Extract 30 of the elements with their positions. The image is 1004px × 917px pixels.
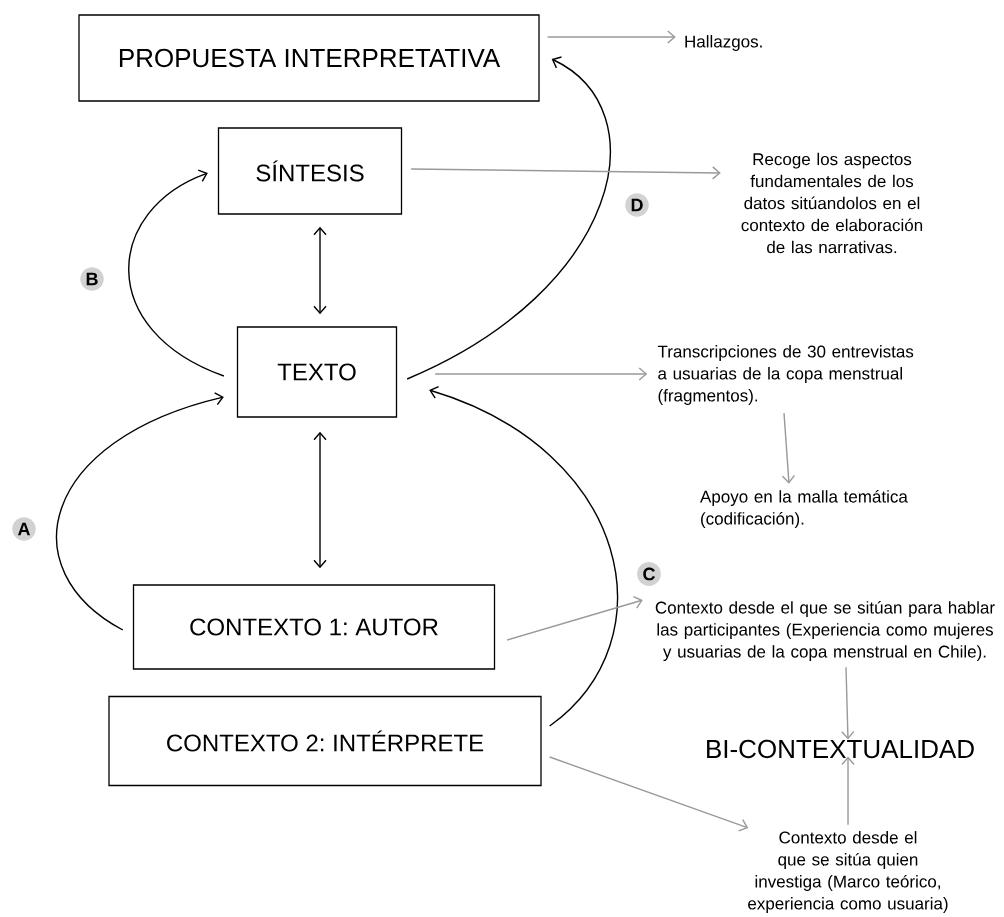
arrow — [841, 756, 855, 826]
process-box: CONTEXTO 1: AUTOR — [132, 584, 496, 670]
note-text: BI-CONTEXTUALIDAD — [707, 739, 974, 759]
arrow — [546, 30, 676, 44]
note-text: Apoyo en la malla temática (codificación). — [700, 490, 908, 528]
arrow — [56, 392, 224, 631]
process-box: SÍNTESIS — [217, 127, 403, 215]
arrow — [434, 367, 648, 381]
edge-label: C — [637, 562, 661, 586]
arrow — [548, 756, 749, 832]
note-text: Recoge los aspectos fundamentales de los datos sitúandolos en el contexto de elaboración de las narrativas. — [741, 152, 923, 254]
arrow — [406, 56, 611, 380]
process-box: TEXTO — [236, 326, 398, 418]
arrow — [429, 385, 618, 727]
arrow — [128, 169, 225, 377]
note-text: Transcripciones de 30 entrevistas a usuarias de la copa menstrual (fragmentos). — [657, 345, 914, 405]
arrow — [781, 412, 796, 484]
arrow — [506, 595, 643, 641]
note-text: Hallazgos. — [685, 35, 762, 51]
process-box: CONTEXTO 2: INTÉRPRETE — [108, 695, 542, 787]
note-text: Contexto desde el que se sitúan para hablar las participantes (Experiencia como mujeres y usuarias de la copa menstrual en Chile). — [655, 601, 995, 661]
arrow — [410, 166, 721, 180]
edge-label: D — [625, 193, 649, 217]
edge-label: B — [80, 267, 104, 291]
arrow — [841, 666, 855, 740]
arrow — [313, 431, 327, 569]
note-text: Contexto desde el que se sitúa quien investiga (Marco teórico, experiencia como usuaria) — [748, 831, 948, 913]
process-box: PROPUESTA INTERPRETATIVA — [78, 14, 540, 102]
arrow — [313, 226, 327, 315]
edge-label: A — [12, 517, 36, 541]
